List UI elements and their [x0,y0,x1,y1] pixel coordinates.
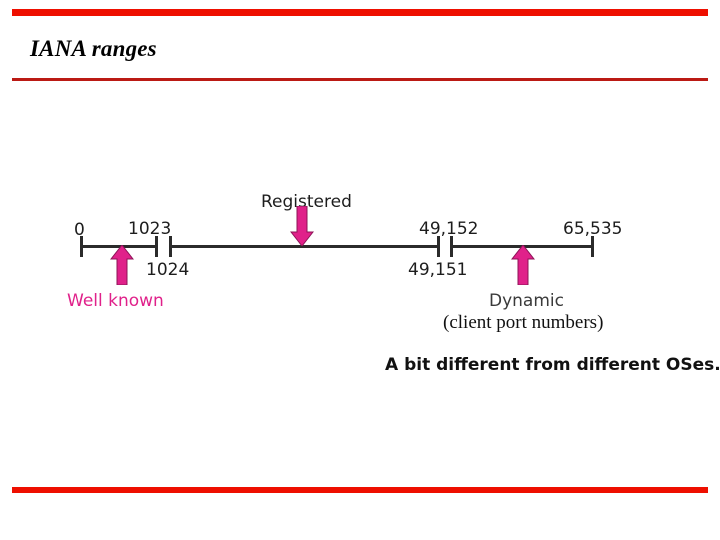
tick-label-1024: 1024 [146,260,190,280]
tick-0 [80,236,83,257]
bottom-red-rule [12,487,708,493]
range-label-registered: Registered [261,192,352,212]
dynamic-subtitle: (client port numbers) [443,312,604,333]
tick-49151 [437,236,440,257]
tick-label-49152: 49,152 [419,219,479,239]
tick-65535 [591,236,594,257]
tick-1023 [155,236,158,257]
tick-49152 [450,236,453,257]
axis-segment-wellknown [80,245,157,248]
tick-label-1023: 1023 [128,219,172,239]
axis-segment-registered [170,245,438,248]
tick-label-0: 0 [74,220,85,240]
os-note-text: A bit different from different OSes. [385,355,720,375]
page-title: IANA ranges [30,36,157,61]
arrow-down-icon-registered [289,205,315,247]
top-red-rule [12,9,708,16]
title-underline-rule [12,78,708,81]
arrow-up-icon-wellknown [109,244,135,286]
arrow-up-icon-dynamic [510,244,536,286]
tick-label-65535: 65,535 [563,219,623,239]
range-label-wellknown: Well known [67,291,164,311]
tick-label-49151: 49,151 [408,260,468,280]
range-label-dynamic: Dynamic [489,291,564,311]
tick-1024 [169,236,172,257]
